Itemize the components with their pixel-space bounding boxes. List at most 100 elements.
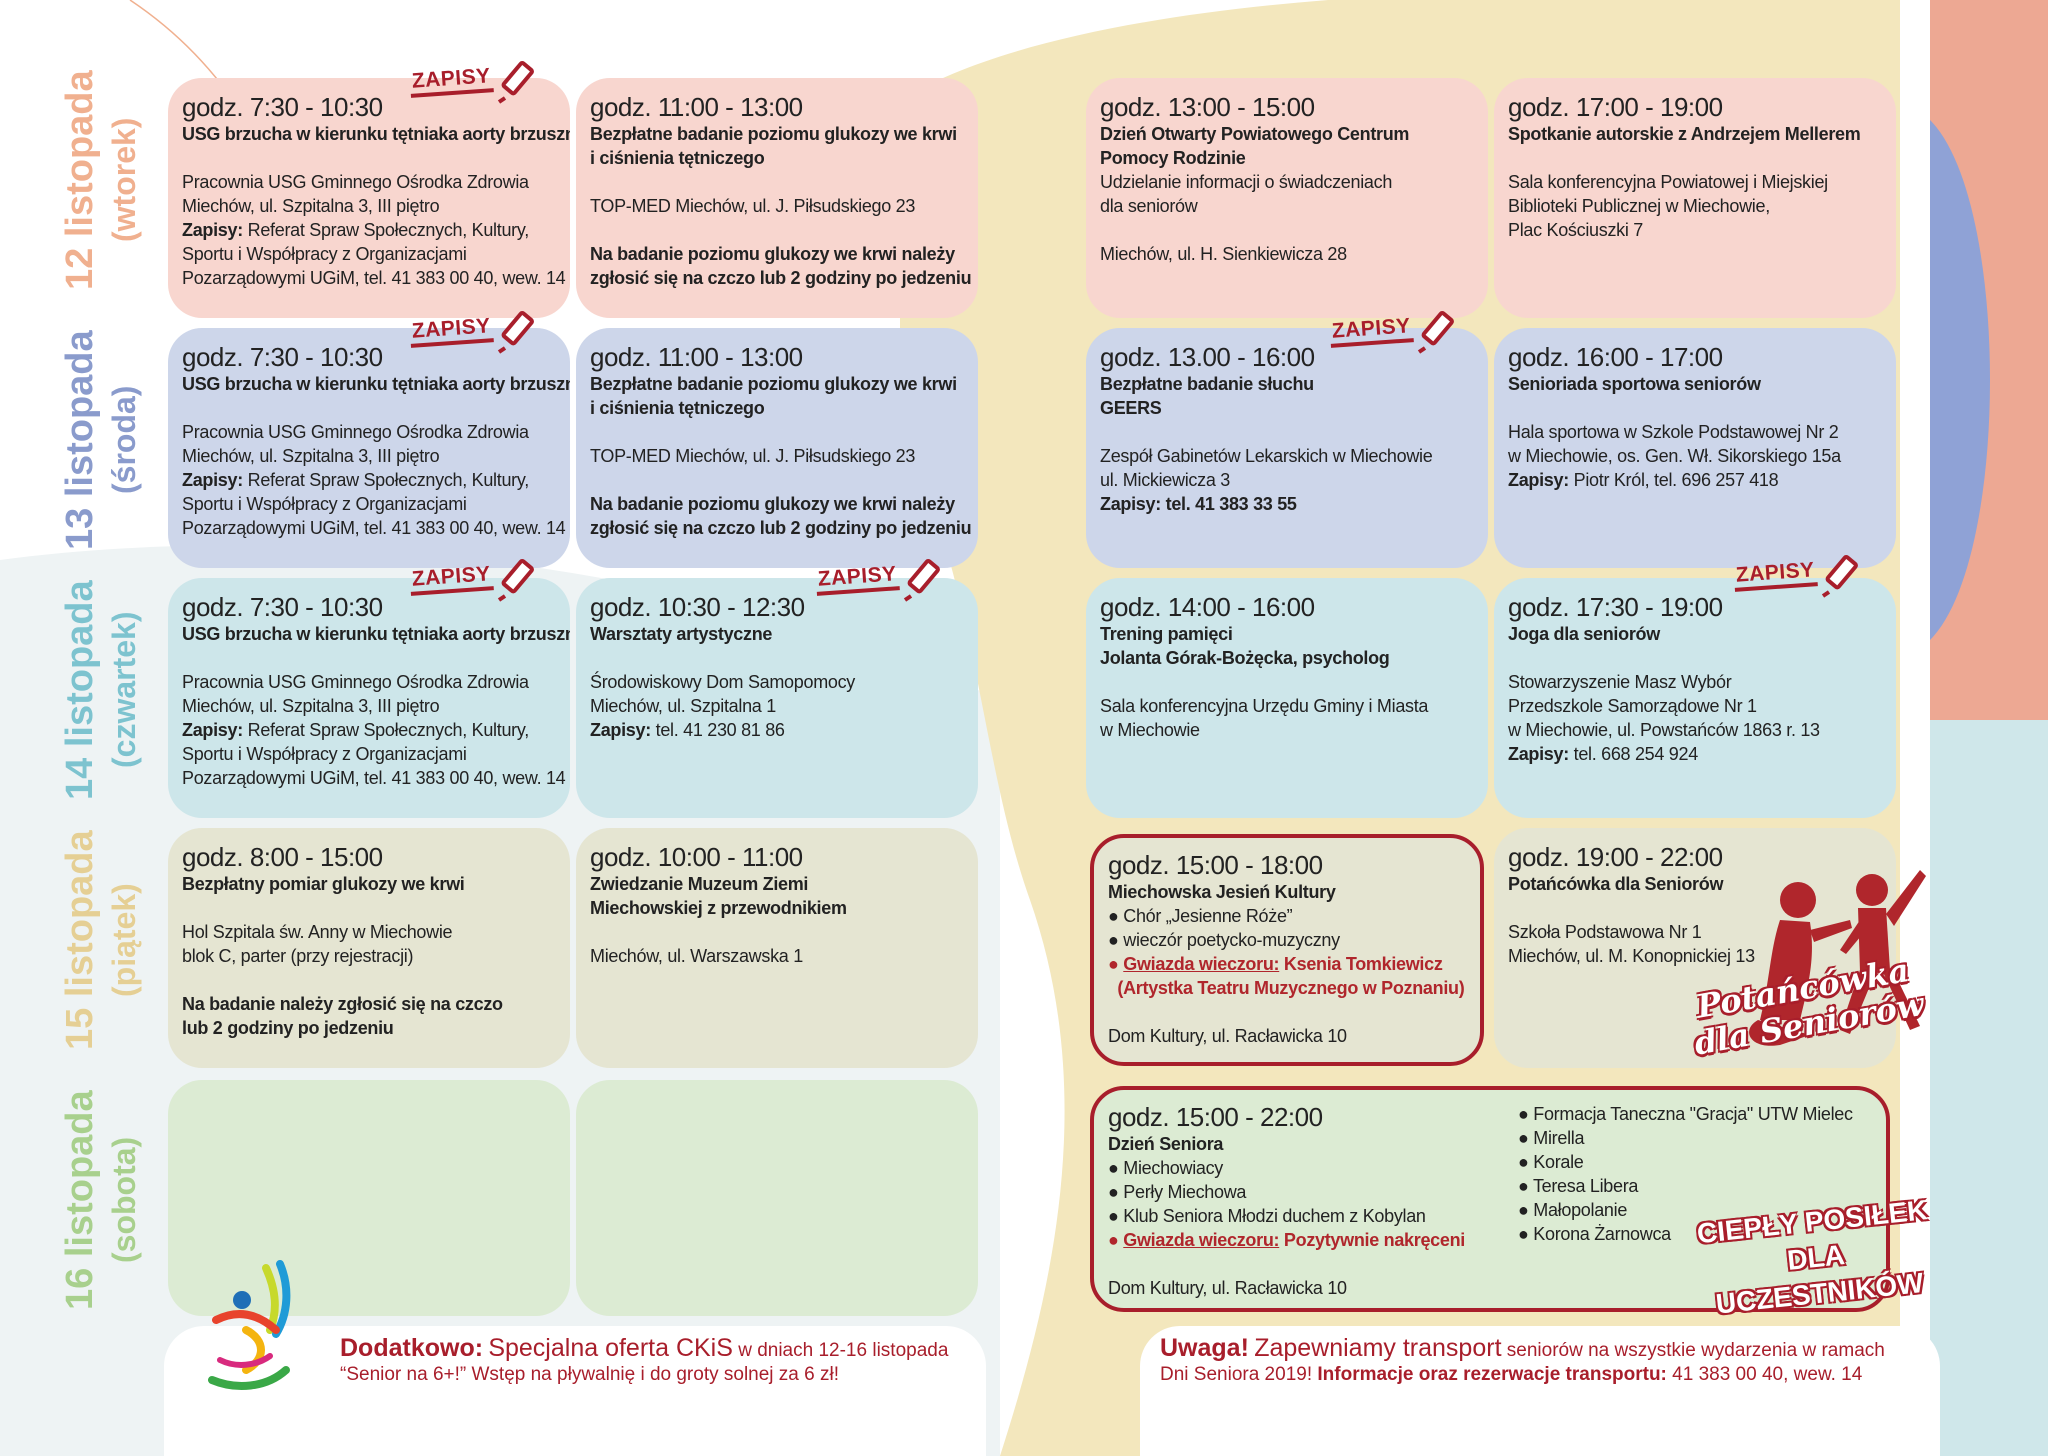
event-line: Miechów, ul. Szpitalna 1 bbox=[590, 696, 776, 716]
event-line: ● Korona Żarnowca bbox=[1518, 1224, 1671, 1244]
spacer bbox=[1508, 396, 1882, 420]
footer-right-panel bbox=[1140, 1326, 1940, 1456]
event-line: ● Chór „Jesienne Róże” bbox=[1108, 906, 1293, 926]
event-line: Zwiedzanie Muzeum Ziemi bbox=[590, 874, 809, 894]
zapisy-marker: ZAPISY bbox=[1329, 308, 1461, 354]
event-line: Bezpłatny pomiar glukozy we krwi bbox=[182, 874, 465, 894]
event-line: Na badanie poziomu glukozy we krwi należ… bbox=[590, 244, 955, 264]
footer-left-panel bbox=[164, 1326, 986, 1456]
event-line: USG brzucha w kierunku tętniaka aorty br… bbox=[182, 124, 570, 144]
event-line: Plac Kościuszki 7 bbox=[1508, 220, 1643, 240]
event-line: Pozarządowymi UGiM, tel. 41 383 00 40, w… bbox=[182, 518, 566, 538]
pencil-icon bbox=[497, 61, 534, 104]
event-line: Sala konferencyjna Powiatowej i Miejskie… bbox=[1508, 172, 1828, 192]
spacer bbox=[590, 218, 964, 242]
event-line: USG brzucha w kierunku tętniaka aorty br… bbox=[182, 374, 570, 394]
event-line: Zespół Gabinetów Lekarskich w Miechowie bbox=[1100, 446, 1433, 466]
event-time: godz. 13:00 - 15:00 bbox=[1100, 92, 1315, 122]
event-line: Na badanie poziomu glukozy we krwi należ… bbox=[590, 494, 955, 514]
empty-card bbox=[168, 1080, 570, 1316]
event-line: Bezpłatne badanie poziomu glukozy we krw… bbox=[590, 374, 957, 394]
zapisy-marker: ZAPISY bbox=[409, 58, 541, 104]
day-label-15: 15 listopada(piątek) bbox=[59, 830, 142, 1050]
event-line: Pracownia USG Gminnego Ośrodka Zdrowia bbox=[182, 422, 529, 442]
day-label-14: 14 listopada(czwartek) bbox=[59, 580, 142, 800]
event-line: Bezpłatne badanie poziomu glukozy we krw… bbox=[590, 124, 957, 144]
event-line: Miechowskiej z przewodnikiem bbox=[590, 898, 847, 918]
footer-left-text: Dodatkowo: Specjalna oferta CKiS w dniac… bbox=[340, 1334, 949, 1386]
event-line: Trening pamięci bbox=[1100, 624, 1233, 644]
event-line: (Artystka Teatru Muzycznego w Poznaniu) bbox=[1108, 978, 1465, 998]
event-line: w Miechowie, ul. Powstańców 1863 r. 13 bbox=[1508, 720, 1820, 740]
event-line: zgłosić się na czczo lub 2 godziny po je… bbox=[590, 268, 972, 288]
event-line: Pozarządowymi UGiM, tel. 41 383 00 40, w… bbox=[182, 268, 566, 288]
event-line: Dom Kultury, ul. Racławicka 10 bbox=[1108, 1278, 1347, 1298]
event-time: godz. 14:00 - 16:00 bbox=[1100, 592, 1315, 622]
spacer bbox=[590, 646, 964, 670]
event-line: Zapisy: tel. 41 383 33 55 bbox=[1100, 494, 1297, 514]
spacer bbox=[182, 396, 556, 420]
event-line: Sportu i Współpracy z Organizacjami bbox=[182, 494, 467, 514]
spacer bbox=[1100, 420, 1474, 444]
event-line: i ciśnienia tętniczego bbox=[590, 148, 765, 168]
event-line: Przedszkole Samorządowe Nr 1 bbox=[1508, 696, 1757, 716]
event-line: ● Teresa Libera bbox=[1518, 1176, 1639, 1196]
event-line: ● Mirella bbox=[1518, 1128, 1585, 1148]
spacer bbox=[1508, 646, 1882, 670]
event-time: godz. 17:30 - 19:00 bbox=[1508, 592, 1723, 622]
event-line: ● Gwiazda wieczoru: Ksenia Tomkiewicz bbox=[1108, 954, 1443, 974]
event-time: godz. 13.00 - 16:00 bbox=[1100, 342, 1315, 372]
event-time: godz. 15:00 - 22:00 bbox=[1108, 1102, 1323, 1132]
spacer bbox=[182, 896, 556, 920]
spacer bbox=[182, 646, 556, 670]
event-line: Zapisy: Referat Spraw Społecznych, Kultu… bbox=[182, 220, 529, 240]
event-line: Hol Szpitala św. Anny w Miechowie bbox=[182, 922, 453, 942]
event-time: godz. 7:30 - 10:30 bbox=[182, 92, 383, 122]
event-line: TOP-MED Miechów, ul. J. Piłsudskiego 23 bbox=[590, 196, 916, 216]
event-line: Potańcówka dla Seniorów bbox=[1508, 874, 1724, 894]
spacer bbox=[1100, 218, 1474, 242]
event-line: ● Perły Miechowa bbox=[1108, 1182, 1247, 1202]
pencil-icon bbox=[497, 559, 534, 602]
zapisy-marker: ZAPISY bbox=[409, 308, 541, 354]
event-line: i ciśnienia tętniczego bbox=[590, 398, 765, 418]
spacer bbox=[590, 420, 964, 444]
event-time: godz. 7:30 - 10:30 bbox=[182, 342, 383, 372]
zapisy-marker: ZAPISY bbox=[409, 556, 541, 602]
event-line: Miechów, ul. Warszawska 1 bbox=[590, 946, 803, 966]
event-line: Stowarzyszenie Masz Wybór bbox=[1508, 672, 1732, 692]
spacer bbox=[590, 170, 964, 194]
event-line: Warsztaty artystyczne bbox=[590, 624, 773, 644]
event-line: w Miechowie, os. Gen. Wł. Sikorskiego 15… bbox=[1508, 446, 1841, 466]
event-line: Miechów, ul. H. Sienkiewicza 28 bbox=[1100, 244, 1347, 264]
event-line: w Miechowie bbox=[1100, 720, 1200, 740]
event-line: Miechów, ul. Szpitalna 3, III piętro bbox=[182, 446, 440, 466]
spacer bbox=[1108, 1000, 1466, 1024]
event-line: ● Miechowiacy bbox=[1108, 1158, 1224, 1178]
spacer bbox=[1108, 1252, 1478, 1276]
spacer bbox=[1100, 670, 1474, 694]
event-line: Senioriada sportowa seniorów bbox=[1508, 374, 1761, 394]
event-line: TOP-MED Miechów, ul. J. Piłsudskiego 23 bbox=[590, 446, 916, 466]
event-line: Pozarządowymi UGiM, tel. 41 383 00 40, w… bbox=[182, 768, 566, 788]
zapisy-marker: ZAPISY bbox=[1733, 552, 1865, 598]
dancing-couple-icon bbox=[1749, 870, 1926, 1046]
event-line: Sportu i Współpracy z Organizacjami bbox=[182, 244, 467, 264]
day-label-16: 16 listopada(sobota) bbox=[59, 1090, 142, 1310]
event-line: Joga dla seniorów bbox=[1508, 624, 1660, 644]
event-line: Zapisy: tel. 668 254 924 bbox=[1508, 744, 1698, 764]
event-time: godz. 16:00 - 17:00 bbox=[1508, 342, 1723, 372]
event-line: ul. Mickiewicza 3 bbox=[1100, 470, 1230, 490]
event-line: Spotkanie autorskie z Andrzejem Mellerem bbox=[1508, 124, 1861, 144]
